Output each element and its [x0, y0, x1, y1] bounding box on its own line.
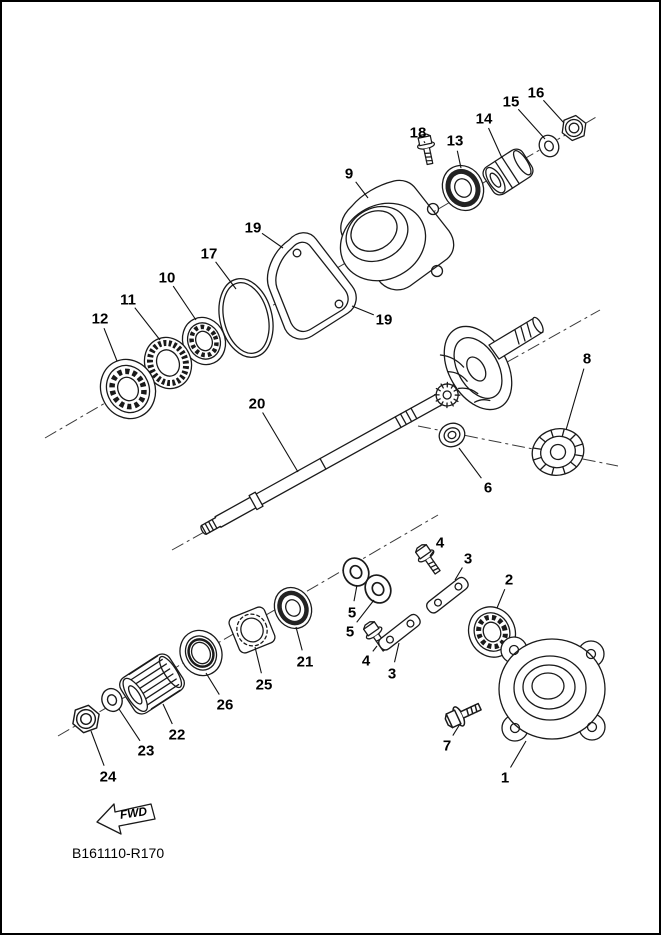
callout-label-14-2: 14 — [476, 111, 493, 128]
part-14-coupling — [482, 148, 534, 196]
callout-leader-26-24 — [205, 672, 220, 695]
callout-leader-15-1 — [517, 108, 546, 140]
part-13-bearing-seal — [441, 164, 485, 212]
part-24-nut — [70, 702, 102, 736]
callout-leader-25-23 — [254, 646, 262, 674]
part-21-oil-seal — [273, 586, 313, 630]
callout-leader-10-8 — [172, 285, 197, 321]
callout-leader-4-20 — [372, 645, 378, 652]
callout-leader-3-21 — [393, 642, 400, 663]
part-5-washers — [337, 552, 397, 609]
callout-leader-5-19 — [356, 599, 375, 623]
callout-leader-22-25 — [162, 703, 173, 725]
callout-label-20-13: 20 — [249, 396, 266, 413]
callout-leader-2-17 — [496, 588, 506, 609]
callout-label-19-6: 19 — [245, 220, 262, 237]
part-3-stopper-plates — [378, 576, 469, 651]
fwd-arrow: FWD — [96, 803, 156, 835]
callout-label-3-21: 3 — [388, 666, 396, 683]
part-11-bearing-race — [143, 336, 193, 390]
callout-label-2-17: 2 — [505, 572, 513, 589]
bevel-gear — [531, 428, 585, 476]
callout-leader-12-10 — [103, 327, 118, 362]
callout-leader-8-12 — [565, 368, 585, 431]
callout-label-6-14: 6 — [484, 480, 492, 497]
callout-leader-5-18 — [353, 584, 358, 602]
callout-label-4-20: 4 — [362, 653, 371, 670]
callout-label-4-15: 4 — [436, 535, 445, 552]
callout-label-18-3: 18 — [410, 125, 427, 142]
callout-label-13-4: 13 — [447, 133, 464, 150]
callout-label-22-25: 22 — [169, 727, 186, 744]
callout-leader-16-0 — [542, 99, 565, 124]
part-9-bearing-housing — [339, 179, 455, 291]
part-8-middle-drive-gear — [439, 316, 585, 476]
part-25-retainer-plate — [228, 606, 276, 654]
callout-leader-18-3 — [423, 141, 426, 144]
callout-label-16-0: 16 — [528, 85, 545, 102]
callout-label-23-26: 23 — [138, 743, 155, 760]
callout-label-21-22: 21 — [297, 654, 314, 671]
callout-leader-1-29 — [510, 740, 527, 768]
part-7-bolt — [441, 696, 485, 733]
callout-leader-11-9 — [134, 307, 161, 341]
callout-label-10-8: 10 — [159, 270, 176, 287]
callout-label-9-5: 9 — [345, 166, 353, 183]
part-16-nut — [560, 113, 588, 143]
callout-leader-9-5 — [355, 181, 369, 199]
callout-leader-6-14 — [458, 447, 482, 479]
callout-label-24-27: 24 — [100, 769, 117, 786]
callout-label-8-12: 8 — [583, 351, 591, 368]
part-22-coupling — [119, 653, 185, 715]
callout-label-19-11: 19 — [376, 312, 393, 329]
callout-leader-19-6 — [261, 232, 284, 249]
part-26-oil-seal — [179, 629, 223, 677]
callout-label-12-10: 12 — [92, 311, 109, 328]
fwd-label: FWD — [119, 804, 148, 822]
part-1-bearing-housing — [498, 636, 606, 742]
callout-label-7-28: 7 — [443, 738, 451, 755]
callout-label-25-23: 25 — [256, 677, 273, 694]
callout-label-1-29: 1 — [501, 770, 509, 787]
callout-leader-14-2 — [487, 127, 503, 159]
callout-leader-21-22 — [295, 626, 303, 651]
callout-label-26-24: 26 — [217, 697, 234, 714]
callout-leader-24-27 — [90, 730, 105, 766]
callout-label-11-9: 11 — [120, 292, 136, 309]
part-19-gasket — [266, 232, 357, 340]
callout-leader-13-4 — [456, 150, 462, 169]
callout-leader-3-16 — [454, 567, 463, 581]
part-15-washer — [535, 131, 563, 161]
part-12-bearing — [99, 358, 157, 420]
part-17-o-ring — [218, 278, 274, 358]
callout-label-5-19: 5 — [346, 624, 354, 641]
callout-label-17-7: 17 — [201, 246, 218, 263]
callout-label-5-18: 5 — [348, 605, 356, 622]
callout-label-15-1: 15 — [503, 94, 520, 111]
diagram-code: B161110-R170 — [72, 845, 164, 861]
part-20-drive-shaft — [200, 381, 461, 535]
callout-leader-23-26 — [118, 708, 141, 742]
callout-label-3-16: 3 — [464, 551, 472, 568]
callout-leader-4-15 — [429, 550, 435, 557]
part-6-nut — [438, 422, 466, 448]
callout-leader-17-7 — [215, 261, 237, 290]
callout-leader-7-28 — [452, 723, 461, 736]
callout-leader-20-13 — [262, 412, 299, 473]
callout-leader-19-11 — [351, 305, 375, 316]
part-10-bearing — [181, 316, 227, 366]
